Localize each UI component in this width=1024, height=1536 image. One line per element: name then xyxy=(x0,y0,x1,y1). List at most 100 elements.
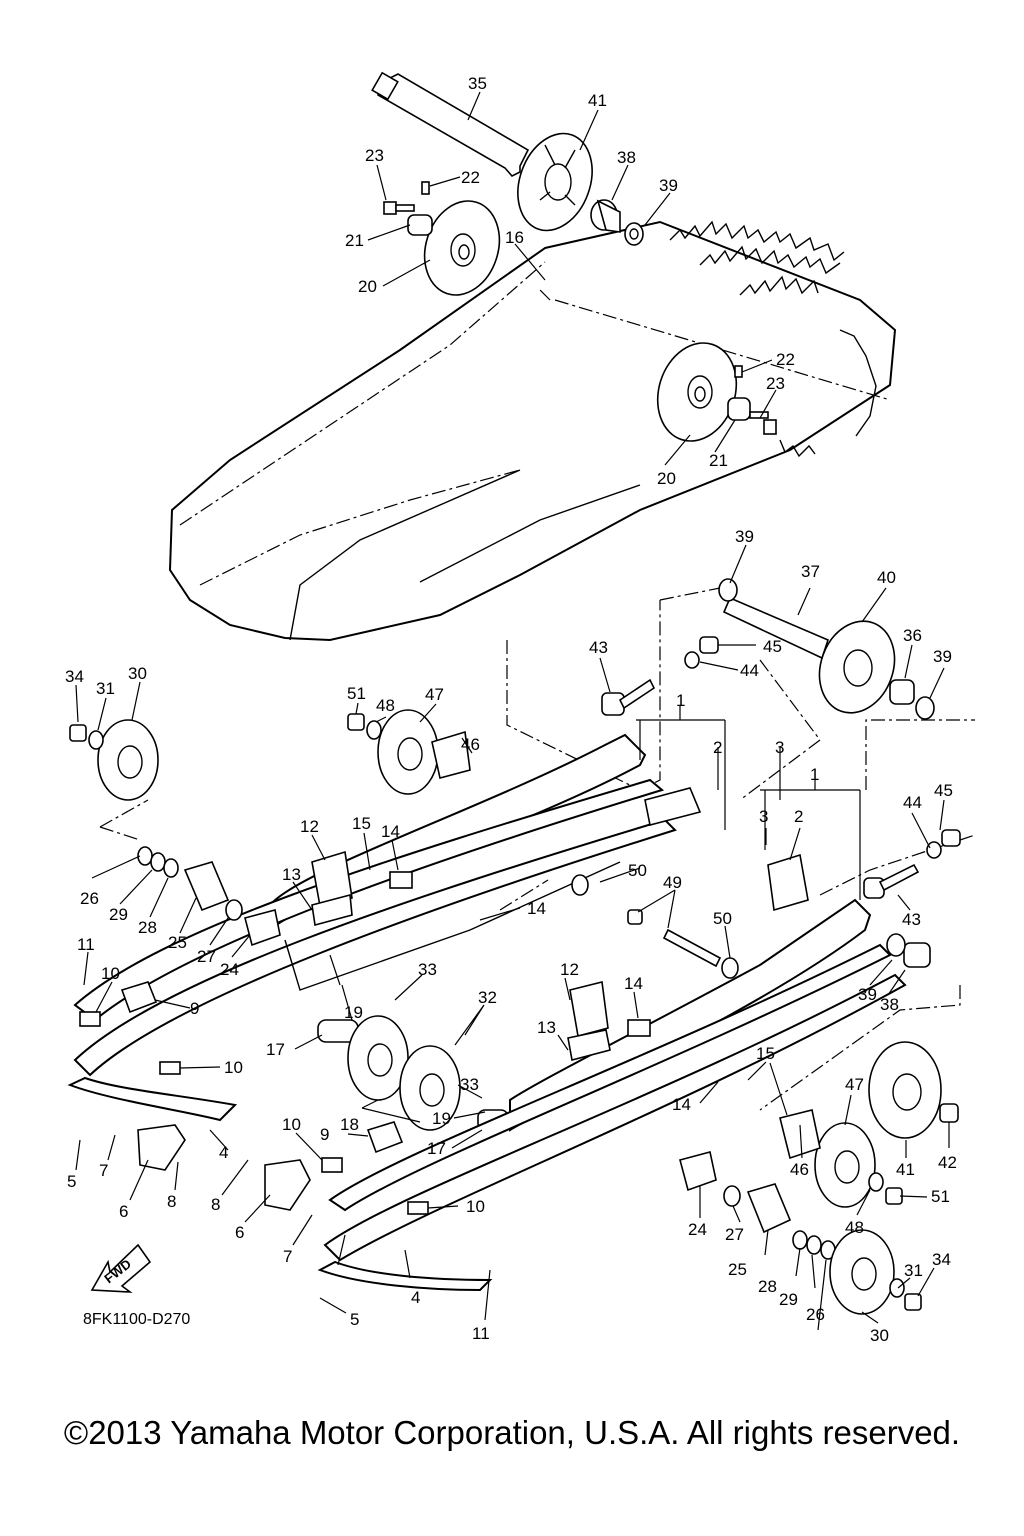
callout-23a: 23 xyxy=(365,146,384,165)
callout-10c: 10 xyxy=(282,1115,301,1134)
tab-10-right-a xyxy=(321,1157,343,1173)
washer-29-left xyxy=(150,852,166,872)
washer-44-top xyxy=(684,651,700,669)
callout-13a: 13 xyxy=(282,865,301,884)
washer-48-top xyxy=(366,720,382,740)
callout-4b: 4 xyxy=(411,1288,420,1307)
bolt-49-a xyxy=(627,909,643,925)
callout-43b: 43 xyxy=(902,910,921,929)
rear-axle-bolt xyxy=(371,71,530,177)
slider-9-right xyxy=(366,1121,404,1154)
track-lugs xyxy=(669,220,877,458)
callout-labels: 35 41 38 39 23 22 21 16 20 22 23 21 20 3… xyxy=(65,74,957,1345)
callout-7b: 7 xyxy=(283,1247,292,1266)
bolt-43-right xyxy=(863,863,920,899)
callout-48b: 48 xyxy=(845,1218,864,1237)
callout-34a: 34 xyxy=(65,667,84,686)
end-cap-6-mid xyxy=(264,1159,311,1211)
callout-14b: 14 xyxy=(527,899,546,918)
washer-50-b xyxy=(721,957,739,979)
nut-42 xyxy=(939,1103,959,1123)
callout-36: 36 xyxy=(903,626,922,645)
callout-45b: 45 xyxy=(934,781,953,800)
bushing-21-left xyxy=(407,214,433,236)
callout-20b: 20 xyxy=(657,469,676,488)
copyright-notice: ©2013 Yamaha Motor Corporation, U.S.A. A… xyxy=(63,1414,961,1451)
callout-5b: 5 xyxy=(350,1310,359,1329)
wheel-41-bottom xyxy=(868,1041,942,1139)
callout-9a: 9 xyxy=(190,999,199,1018)
callout-22b: 22 xyxy=(776,350,795,369)
callout-6b: 6 xyxy=(235,1223,244,1242)
washer-39-a xyxy=(718,578,738,602)
callout-32: 32 xyxy=(478,988,497,1007)
callout-8a: 8 xyxy=(167,1192,176,1211)
callout-24a: 24 xyxy=(220,960,239,979)
washer-44-right xyxy=(926,841,942,859)
block-14-right xyxy=(627,1019,651,1037)
callout-43a: 43 xyxy=(589,638,608,657)
callout-4a: 4 xyxy=(219,1143,228,1162)
top-wheel-41 xyxy=(517,132,593,232)
callout-39b: 39 xyxy=(735,527,754,546)
callout-46b: 46 xyxy=(790,1160,809,1179)
bolt-49-b xyxy=(662,928,722,968)
callout-29b: 29 xyxy=(779,1290,798,1309)
callout-27b: 27 xyxy=(725,1225,744,1244)
washer-39-c xyxy=(886,933,906,957)
callout-11b: 11 xyxy=(472,1324,490,1343)
washer-39-top xyxy=(624,222,644,246)
bolt-23-right xyxy=(749,411,777,435)
callout-18: 18 xyxy=(340,1115,359,1134)
callout-49: 49 xyxy=(663,873,682,892)
callout-25a: 25 xyxy=(168,933,187,952)
callout-45a: 45 xyxy=(763,637,782,656)
slide-rail-right xyxy=(317,898,907,1292)
callout-2a: 2 xyxy=(713,738,722,757)
bushing-21-right xyxy=(727,397,751,421)
callout-28a: 28 xyxy=(138,918,157,937)
track-belt xyxy=(168,220,897,642)
callout-3a: 3 xyxy=(775,738,784,757)
callout-30b: 30 xyxy=(870,1326,889,1345)
tab-10-left-b xyxy=(159,1061,181,1075)
end-cap-6-left xyxy=(137,1124,186,1171)
callout-31a: 31 xyxy=(96,679,115,698)
washer-50-a xyxy=(571,874,589,896)
callout-1b: 1 xyxy=(810,765,819,784)
block-25-right xyxy=(746,1183,792,1234)
collar-38-bottom xyxy=(903,942,931,968)
bracket-2-right xyxy=(767,853,809,912)
block-12-left xyxy=(311,850,353,927)
wheel-30-left xyxy=(97,719,159,801)
collar-36 xyxy=(889,679,915,705)
callout-17b: 17 xyxy=(427,1139,446,1158)
spacer-24-right xyxy=(679,1151,717,1192)
callout-leaders xyxy=(75,91,950,1331)
callout-3b: 3 xyxy=(759,807,768,826)
oring-28-right xyxy=(792,1230,808,1250)
callout-16: 16 xyxy=(505,228,524,247)
washer-27-left xyxy=(225,899,243,921)
callout-39c: 39 xyxy=(933,647,952,666)
callout-33a: 33 xyxy=(418,960,437,979)
nut-51-top xyxy=(347,713,365,731)
diagram-code: 8FK1100-D270 xyxy=(83,1311,190,1328)
callout-15b: 15 xyxy=(756,1044,775,1063)
callout-27a: 27 xyxy=(197,947,216,966)
callout-22a: 22 xyxy=(461,168,480,187)
callout-11a: 11 xyxy=(77,935,95,954)
wheel-47-bottom xyxy=(814,1122,876,1208)
callout-38a: 38 xyxy=(617,148,636,167)
callout-19a: 19 xyxy=(344,1003,363,1022)
callout-39d: 39 xyxy=(858,985,877,1004)
bolt-23-left xyxy=(383,201,415,215)
tab-10-left-a xyxy=(79,1011,101,1027)
block-25-left xyxy=(183,861,230,912)
callout-13b: 13 xyxy=(537,1018,556,1037)
callout-1a: 1 xyxy=(676,691,685,710)
washer-27-right xyxy=(723,1185,741,1207)
block-46-top xyxy=(431,730,471,779)
wheel-40 xyxy=(818,620,896,714)
callout-44a: 44 xyxy=(740,661,759,680)
